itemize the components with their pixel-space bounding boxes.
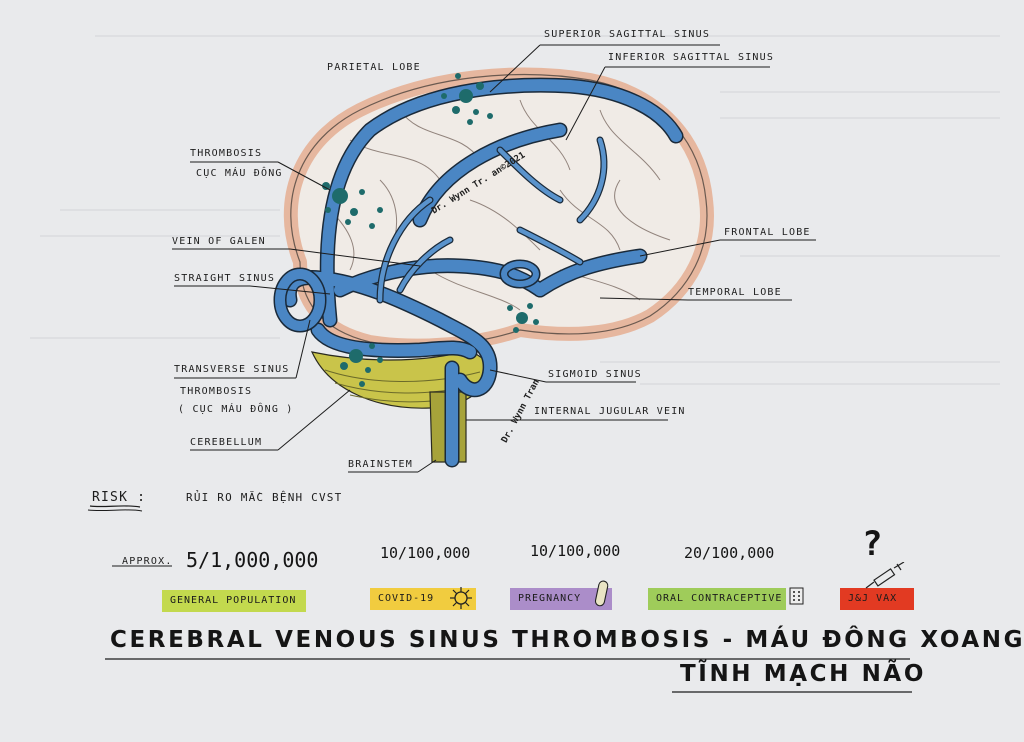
label-superior-sagittal-sinus: Superior Sagittal Sinus — [544, 29, 711, 40]
label-transverse-sinus: Transverse Sinus — [174, 364, 290, 375]
badge-covid-19: Covid-19 — [370, 588, 476, 610]
label-inferior-sagittal-sinus: Inferior Sagittal Sinus — [608, 52, 775, 63]
label-brainstem: Brainstem — [348, 459, 413, 470]
stat-value-covid: 10/100,000 — [380, 544, 471, 562]
stat-value-oral: 20/100,000 — [684, 544, 775, 562]
label-internal-jugular-vein: Internal Jugular Vein — [534, 406, 686, 417]
label-sigmoid-sinus: Sigmoid Sinus — [548, 369, 642, 380]
pill-pack-icon — [789, 587, 804, 605]
label-straight-sinus: Straight Sinus — [174, 273, 276, 284]
label-parietal-lobe: Parietal Lobe — [327, 62, 421, 73]
page-title-line-1: Cerebral Venous Sinus Thrombosis - Máu Đ… — [110, 627, 1024, 653]
label-frontal-lobe: Frontal Lobe — [724, 227, 811, 238]
stat-value-pregnancy: 10/100,000 — [530, 542, 621, 560]
leader-lines — [172, 44, 816, 473]
risk-text: Rủi ro mắc bệnh CVST — [186, 491, 343, 504]
underlines — [87, 505, 912, 693]
page-title-line-2: Tĩnh Mạch Não — [680, 661, 926, 687]
label-cuc-mau-dong: Cục Máu Đông — [196, 168, 283, 179]
badge-pregnancy: Pregnancy — [510, 588, 612, 610]
paper-guidelines — [30, 35, 1000, 385]
risk-heading: Risk : — [92, 490, 147, 505]
question-mark-icon: ? — [862, 524, 883, 564]
label-vein-of-galen: Vein of Galen — [172, 236, 266, 247]
stat-value-general: 5/1,000,000 — [186, 548, 319, 572]
label-thrombosis-2: Thrombosis — [180, 386, 253, 397]
badge-oral-contraceptive: Oral Contraceptive — [648, 588, 786, 610]
label-temporal-lobe: Temporal Lobe — [688, 287, 782, 298]
pill-icon — [594, 580, 609, 607]
label-cerebellum: Cerebellum — [190, 437, 263, 448]
badge-jj-vax: J&J Vax — [840, 588, 914, 610]
syringe-icon — [865, 562, 905, 589]
thrombus-clusters — [322, 73, 539, 387]
label-cuc-mau-dong-2: ( Cục Máu Đông ) — [178, 404, 294, 415]
badge-covid-label: Covid-19 — [378, 593, 435, 604]
virus-icon — [450, 587, 472, 609]
approx-label: Approx. — [122, 556, 173, 567]
label-thrombosis: Thrombosis — [190, 148, 263, 159]
badge-general-population: General Population — [162, 590, 306, 612]
